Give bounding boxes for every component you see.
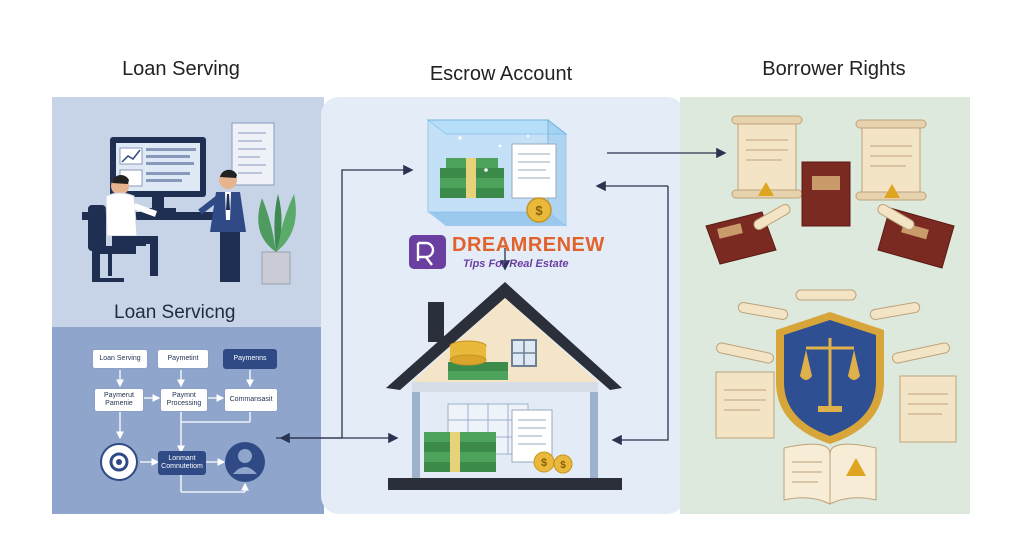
- borrower-rights-illustration: [705, 115, 957, 505]
- left-panel-subtitle: Loan Servicng: [114, 302, 236, 323]
- logo-mark: [409, 235, 446, 269]
- title-borrower-rights: Borrower Rights: [762, 58, 906, 80]
- house-illustration: $ $: [386, 282, 622, 490]
- logo-tagline: Tips For Real Estate: [463, 258, 569, 270]
- svg-text:$: $: [541, 457, 547, 469]
- connector-arrows: [276, 147, 727, 446]
- flow-box-payment-processing: Paymnt Processing: [160, 388, 208, 412]
- flow-box-commansasit: Commansasit: [224, 388, 278, 412]
- escrow-vault-illustration: $: [426, 118, 568, 228]
- office-scene-illustration: [82, 122, 296, 285]
- svg-text:$: $: [560, 460, 566, 471]
- flow-box-lonmant-comnutetiom: Lonmant Comnutetiom: [158, 451, 206, 475]
- flow-box-payment-pamenie: Paymerut Pamenie: [94, 388, 144, 412]
- title-loan-serving: Loan Serving: [122, 58, 240, 80]
- flow-box-loan-serving: Loan Serving: [92, 349, 148, 369]
- flow-box-payments: Paymenns: [223, 349, 277, 369]
- svg-text:$: $: [535, 203, 543, 218]
- logo-name: DREAMRENEW: [452, 234, 605, 256]
- title-escrow-account: Escrow Account: [429, 63, 573, 85]
- flow-box-payment: Paymetint: [157, 349, 209, 369]
